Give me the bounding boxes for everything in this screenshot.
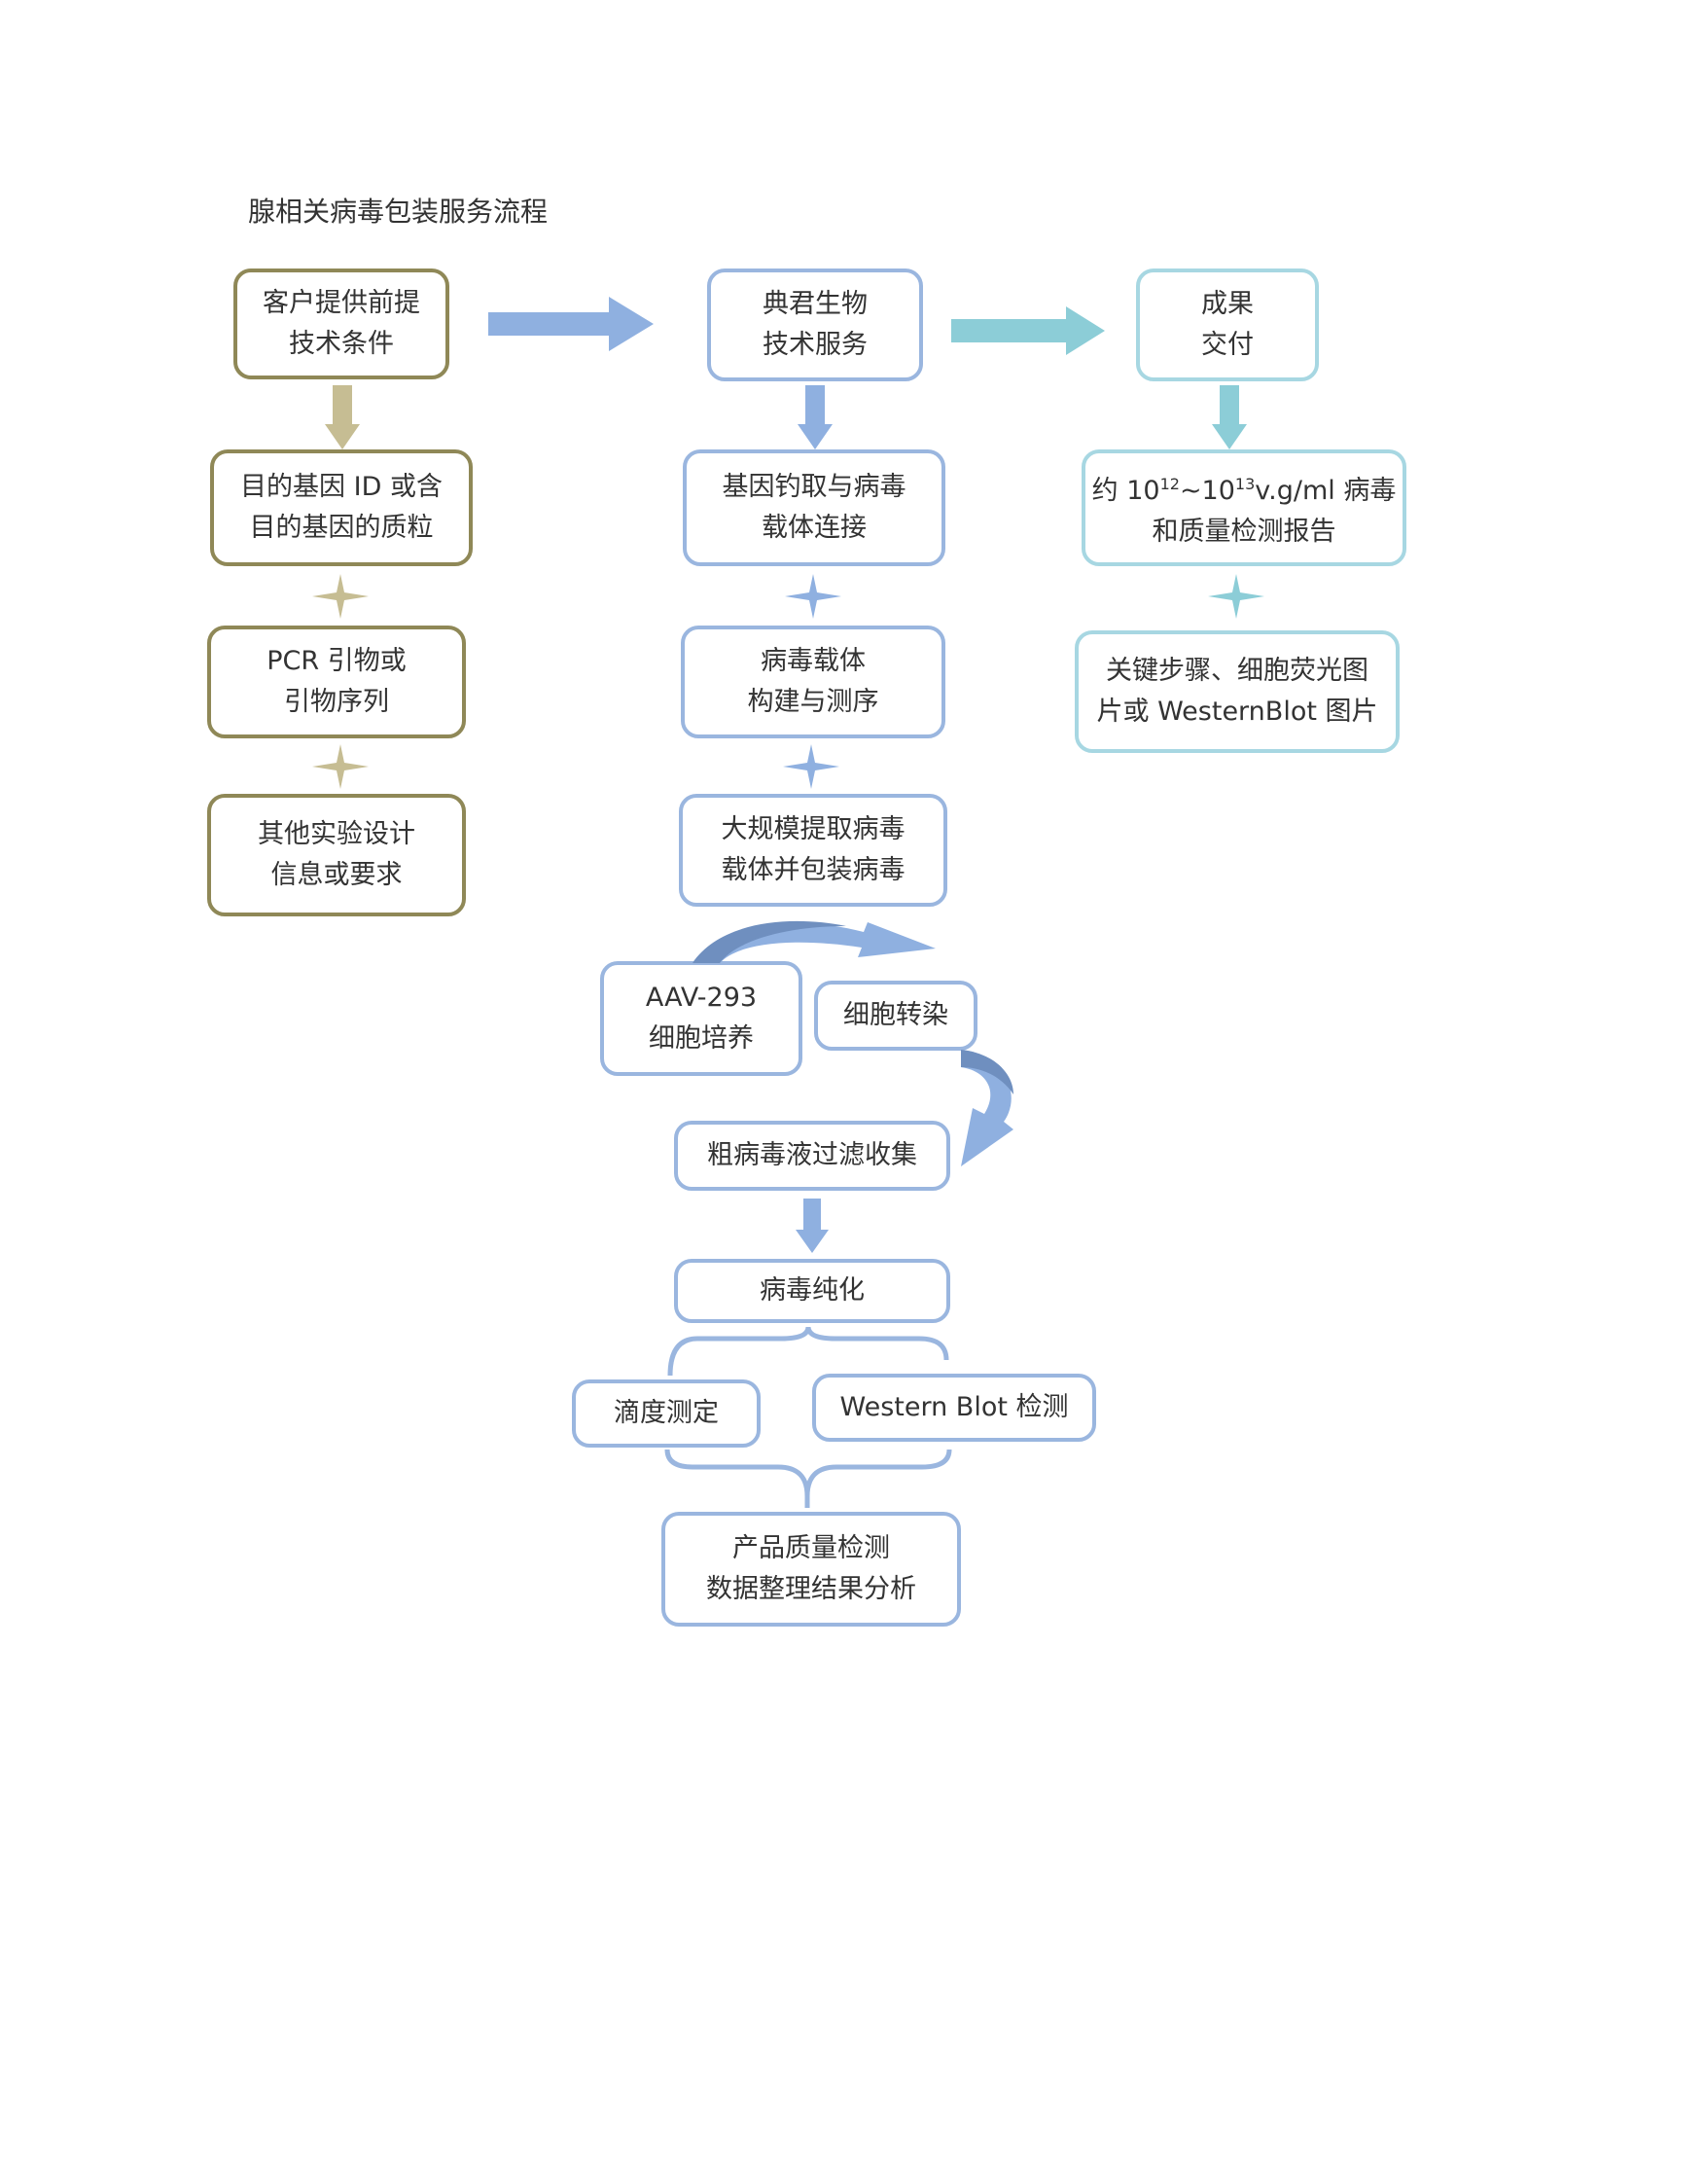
brace-bottom-icon	[664, 1449, 952, 1508]
client-item-other-design-box: 其他实验设计 信息或要求	[207, 794, 466, 916]
client-item2-line1: PCR 引物或	[266, 646, 407, 676]
service-item-vector-construction-box: 病毒载体 构建与测序	[681, 626, 945, 738]
service-header-line2: 技术服务	[763, 330, 868, 360]
star-connector-icon	[783, 744, 839, 789]
service-item1-line1: 基因钓取与病毒	[722, 472, 906, 502]
service-header-box: 典君生物 技术服务	[707, 269, 923, 381]
star-connector-icon	[785, 574, 841, 619]
curved-arrow-icon	[693, 920, 936, 963]
virus-purification-box: 病毒纯化	[674, 1259, 950, 1323]
client-item3-line1: 其他实验设计	[258, 819, 415, 849]
crude-virus-collection-box: 粗病毒液过滤收集	[674, 1121, 950, 1191]
page-title: 腺相关病毒包装服务流程	[248, 196, 549, 228]
aav293-line2: 细胞培养	[649, 1023, 754, 1054]
service-item2-line1: 病毒载体	[761, 646, 866, 676]
final-line2: 数据整理结果分析	[706, 1574, 916, 1604]
arrow-down-icon	[798, 385, 833, 449]
delivery-header-line1: 成果	[1201, 289, 1254, 319]
collection-label: 粗病毒液过滤收集	[707, 1140, 917, 1170]
star-connector-icon	[312, 744, 369, 789]
client-item-gene-id-box: 目的基因 ID 或含 目的基因的质粒	[210, 449, 473, 566]
western-label: Western Blot 检测	[839, 1392, 1069, 1422]
service-item3-line2: 载体并包装病毒	[721, 855, 906, 885]
cell-transfection-box: 细胞转染	[814, 981, 977, 1051]
arrow-right-icon	[488, 297, 654, 351]
delivery-item1-line1: 约 1012~1013v.g/ml 病毒	[1092, 464, 1397, 512]
brace-top-icon	[667, 1326, 949, 1377]
titer-exp-low: 12	[1159, 474, 1180, 493]
arrow-down-icon	[1212, 385, 1247, 449]
client-header-line2: 技术条件	[289, 329, 394, 359]
quality-analysis-box: 产品质量检测 数据整理结果分析	[661, 1512, 961, 1627]
delivery-item-images-box: 关键步骤、细胞荧光图 片或 WesternBlot 图片	[1075, 630, 1400, 753]
aav293-culture-box: AAV-293 细胞培养	[600, 961, 802, 1076]
client-header-box: 客户提供前提 技术条件	[233, 269, 449, 379]
client-item-pcr-primer-box: PCR 引物或 引物序列	[207, 626, 466, 738]
transfection-label: 细胞转染	[843, 1000, 948, 1030]
final-line1: 产品质量检测	[732, 1533, 890, 1563]
arrow-down-icon	[325, 385, 360, 449]
delivery-item-titer-report-box: 约 1012~1013v.g/ml 病毒 和质量检测报告	[1082, 449, 1406, 566]
aav293-line1: AAV-293	[645, 983, 758, 1013]
service-item1-line2: 载体连接	[762, 513, 867, 543]
star-connector-icon	[1208, 574, 1264, 619]
curved-arrow-icon	[961, 1050, 1013, 1166]
titer-exp-high: 13	[1234, 474, 1256, 493]
delivery-item2-line2: 片或 WesternBlot 图片	[1096, 697, 1378, 727]
titer-suffix: v.g/ml 病毒	[1255, 475, 1397, 506]
service-item2-line2: 构建与测序	[747, 687, 879, 717]
delivery-header-line2: 交付	[1201, 330, 1254, 360]
delivery-item1-line2: 和质量检测报告	[1152, 516, 1336, 547]
titer-mid: ~10	[1179, 475, 1235, 506]
titer-label: 滴度测定	[614, 1398, 719, 1428]
service-item-large-scale-box: 大规模提取病毒 载体并包装病毒	[679, 794, 947, 907]
arrow-down-icon	[796, 1199, 829, 1253]
delivery-header-box: 成果 交付	[1136, 269, 1319, 381]
service-item-gene-cloning-box: 基因钓取与病毒 载体连接	[683, 449, 945, 566]
client-header-line1: 客户提供前提	[263, 288, 420, 318]
delivery-item2-line1: 关键步骤、细胞荧光图	[1106, 656, 1368, 686]
titer-measurement-box: 滴度测定	[572, 1379, 761, 1448]
arrow-right-icon	[951, 306, 1105, 355]
service-item3-line1: 大规模提取病毒	[721, 814, 906, 844]
client-item1-line2: 目的基因的质粒	[249, 513, 434, 543]
star-connector-icon	[312, 574, 369, 619]
client-item2-line2: 引物序列	[284, 687, 389, 717]
client-item1-line1: 目的基因 ID 或含	[240, 472, 443, 502]
service-header-line1: 典君生物	[763, 289, 868, 319]
western-blot-box: Western Blot 检测	[812, 1374, 1096, 1442]
titer-prefix: 约 10	[1091, 475, 1160, 506]
purification-label: 病毒纯化	[760, 1275, 865, 1306]
client-item3-line2: 信息或要求	[270, 860, 403, 890]
